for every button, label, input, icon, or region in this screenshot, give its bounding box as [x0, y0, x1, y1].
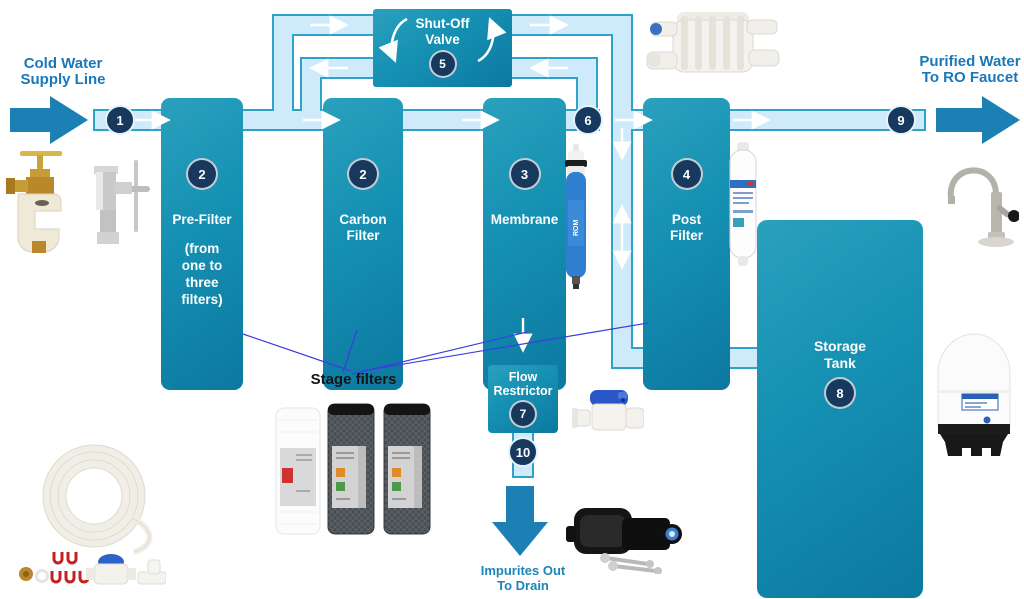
post-filter-title: Post Filter — [669, 212, 703, 243]
step-badge-restrictor: 7 — [509, 400, 537, 428]
to-faucet-arrow-head — [982, 96, 1020, 144]
stage-filter-pointer-lines — [242, 322, 649, 375]
cold-water-label: Cold Water Supply Line — [20, 55, 106, 88]
post-filter-box: 4 Post Filter — [643, 98, 730, 390]
stage-filters-image — [272, 392, 432, 555]
drain-label: Impurites Out To Drain — [480, 563, 566, 593]
purified-water-label: Purified Water To RO Faucet — [919, 53, 1021, 86]
tubing-kit-image — [14, 428, 167, 599]
step-badge-membrane: 3 — [508, 158, 541, 190]
membrane-label-text: ROM — [573, 220, 580, 237]
step-number: 3 — [520, 166, 529, 182]
flow-marker-10: 10 — [508, 437, 538, 467]
pre-filter-box: 2 Pre-Filter (from one to three filters) — [161, 98, 243, 390]
saddle-valve-image — [6, 143, 68, 260]
flow-restrictor-box: Flow Restrictor 7 — [488, 365, 558, 433]
to-drain-arrow — [506, 486, 534, 522]
step-number: 8 — [836, 385, 844, 401]
shut-off-valve-title: Shut-Off Valve — [415, 16, 470, 47]
storage-tank-product-image — [932, 328, 1016, 463]
flow-marker-9: 9 — [886, 105, 916, 135]
angle-valve-image — [78, 158, 150, 259]
ball-valve-image — [571, 386, 645, 441]
inline-post-filter-image — [724, 142, 764, 275]
carbon-filter-box: 2 Carbon Filter — [323, 98, 403, 390]
carbon-filter-title: Carbon Filter — [339, 212, 387, 243]
membrane-cartridge-image: ROM — [562, 144, 590, 295]
step-number: 2 — [198, 166, 206, 182]
step-badge-valve: 5 — [428, 50, 457, 78]
step-number: 5 — [439, 57, 446, 71]
storage-tank-title: Storage Tank — [813, 338, 867, 371]
to-drain-arrow-head — [492, 522, 548, 556]
step-badge-pre-filter: 2 — [186, 158, 218, 190]
to-faucet-arrow — [936, 108, 982, 132]
pre-filter-note: (from one to three filters) — [181, 241, 223, 307]
flow-restrictor-title: Flow Restrictor — [493, 370, 553, 398]
step-number: 7 — [519, 407, 527, 421]
drain-saddle-image — [566, 502, 700, 579]
step-badge-carbon: 2 — [347, 158, 379, 190]
stage-filters-label: Stage filters — [310, 371, 397, 388]
flow-marker-6: 6 — [573, 105, 603, 135]
membrane-box: 3 Membrane — [483, 98, 566, 390]
faucet-image — [933, 148, 1020, 255]
membrane-title: Membrane — [490, 212, 559, 227]
pre-filter-title: Pre-Filter — [172, 212, 232, 227]
step-number: 2 — [359, 166, 367, 182]
shut-off-valve-box: Shut-Off Valve 5 — [373, 9, 512, 87]
storage-tank-box: Storage Tank 8 — [757, 220, 923, 598]
step-number: 4 — [682, 166, 691, 182]
flow-marker-1: 1 — [105, 105, 135, 135]
cold-supply-arrow-head — [50, 96, 88, 144]
step-badge-tank: 8 — [824, 377, 856, 409]
cold-supply-arrow — [10, 108, 50, 132]
auto-shutoff-valve-image — [645, 2, 780, 91]
step-badge-post: 4 — [670, 158, 703, 190]
